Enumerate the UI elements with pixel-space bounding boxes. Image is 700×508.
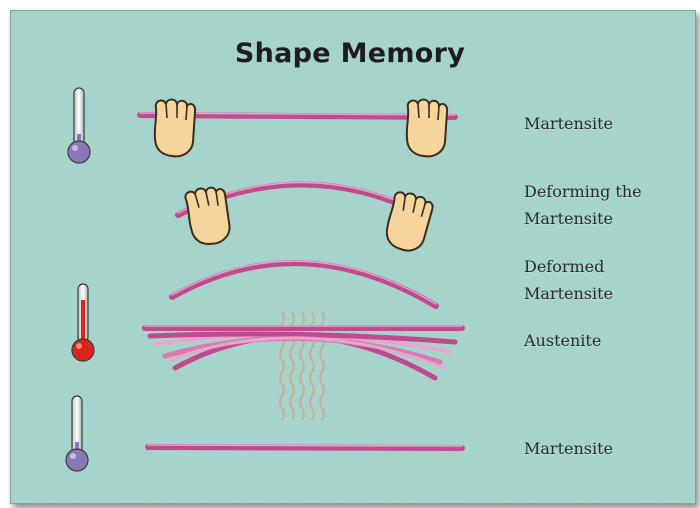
thermometer-cold-icon [66,396,88,471]
hand-icon [155,100,195,157]
thermometer-hot-icon [72,284,94,361]
wire-martensite-recovered [148,445,462,448]
stage-label-austenite: Austenite [524,327,601,354]
stage-label-martensite: Martensite [524,110,613,137]
thermometer-cold-icon [68,88,90,163]
stage-label-martensite-final: Martensite [524,435,613,462]
stage-label-deformed: Deformed Martensite [524,253,684,307]
hand-icon [407,100,447,157]
stage-label-deforming: Deforming the Martensite [524,178,684,232]
wire-deformed-martensite [172,261,436,306]
